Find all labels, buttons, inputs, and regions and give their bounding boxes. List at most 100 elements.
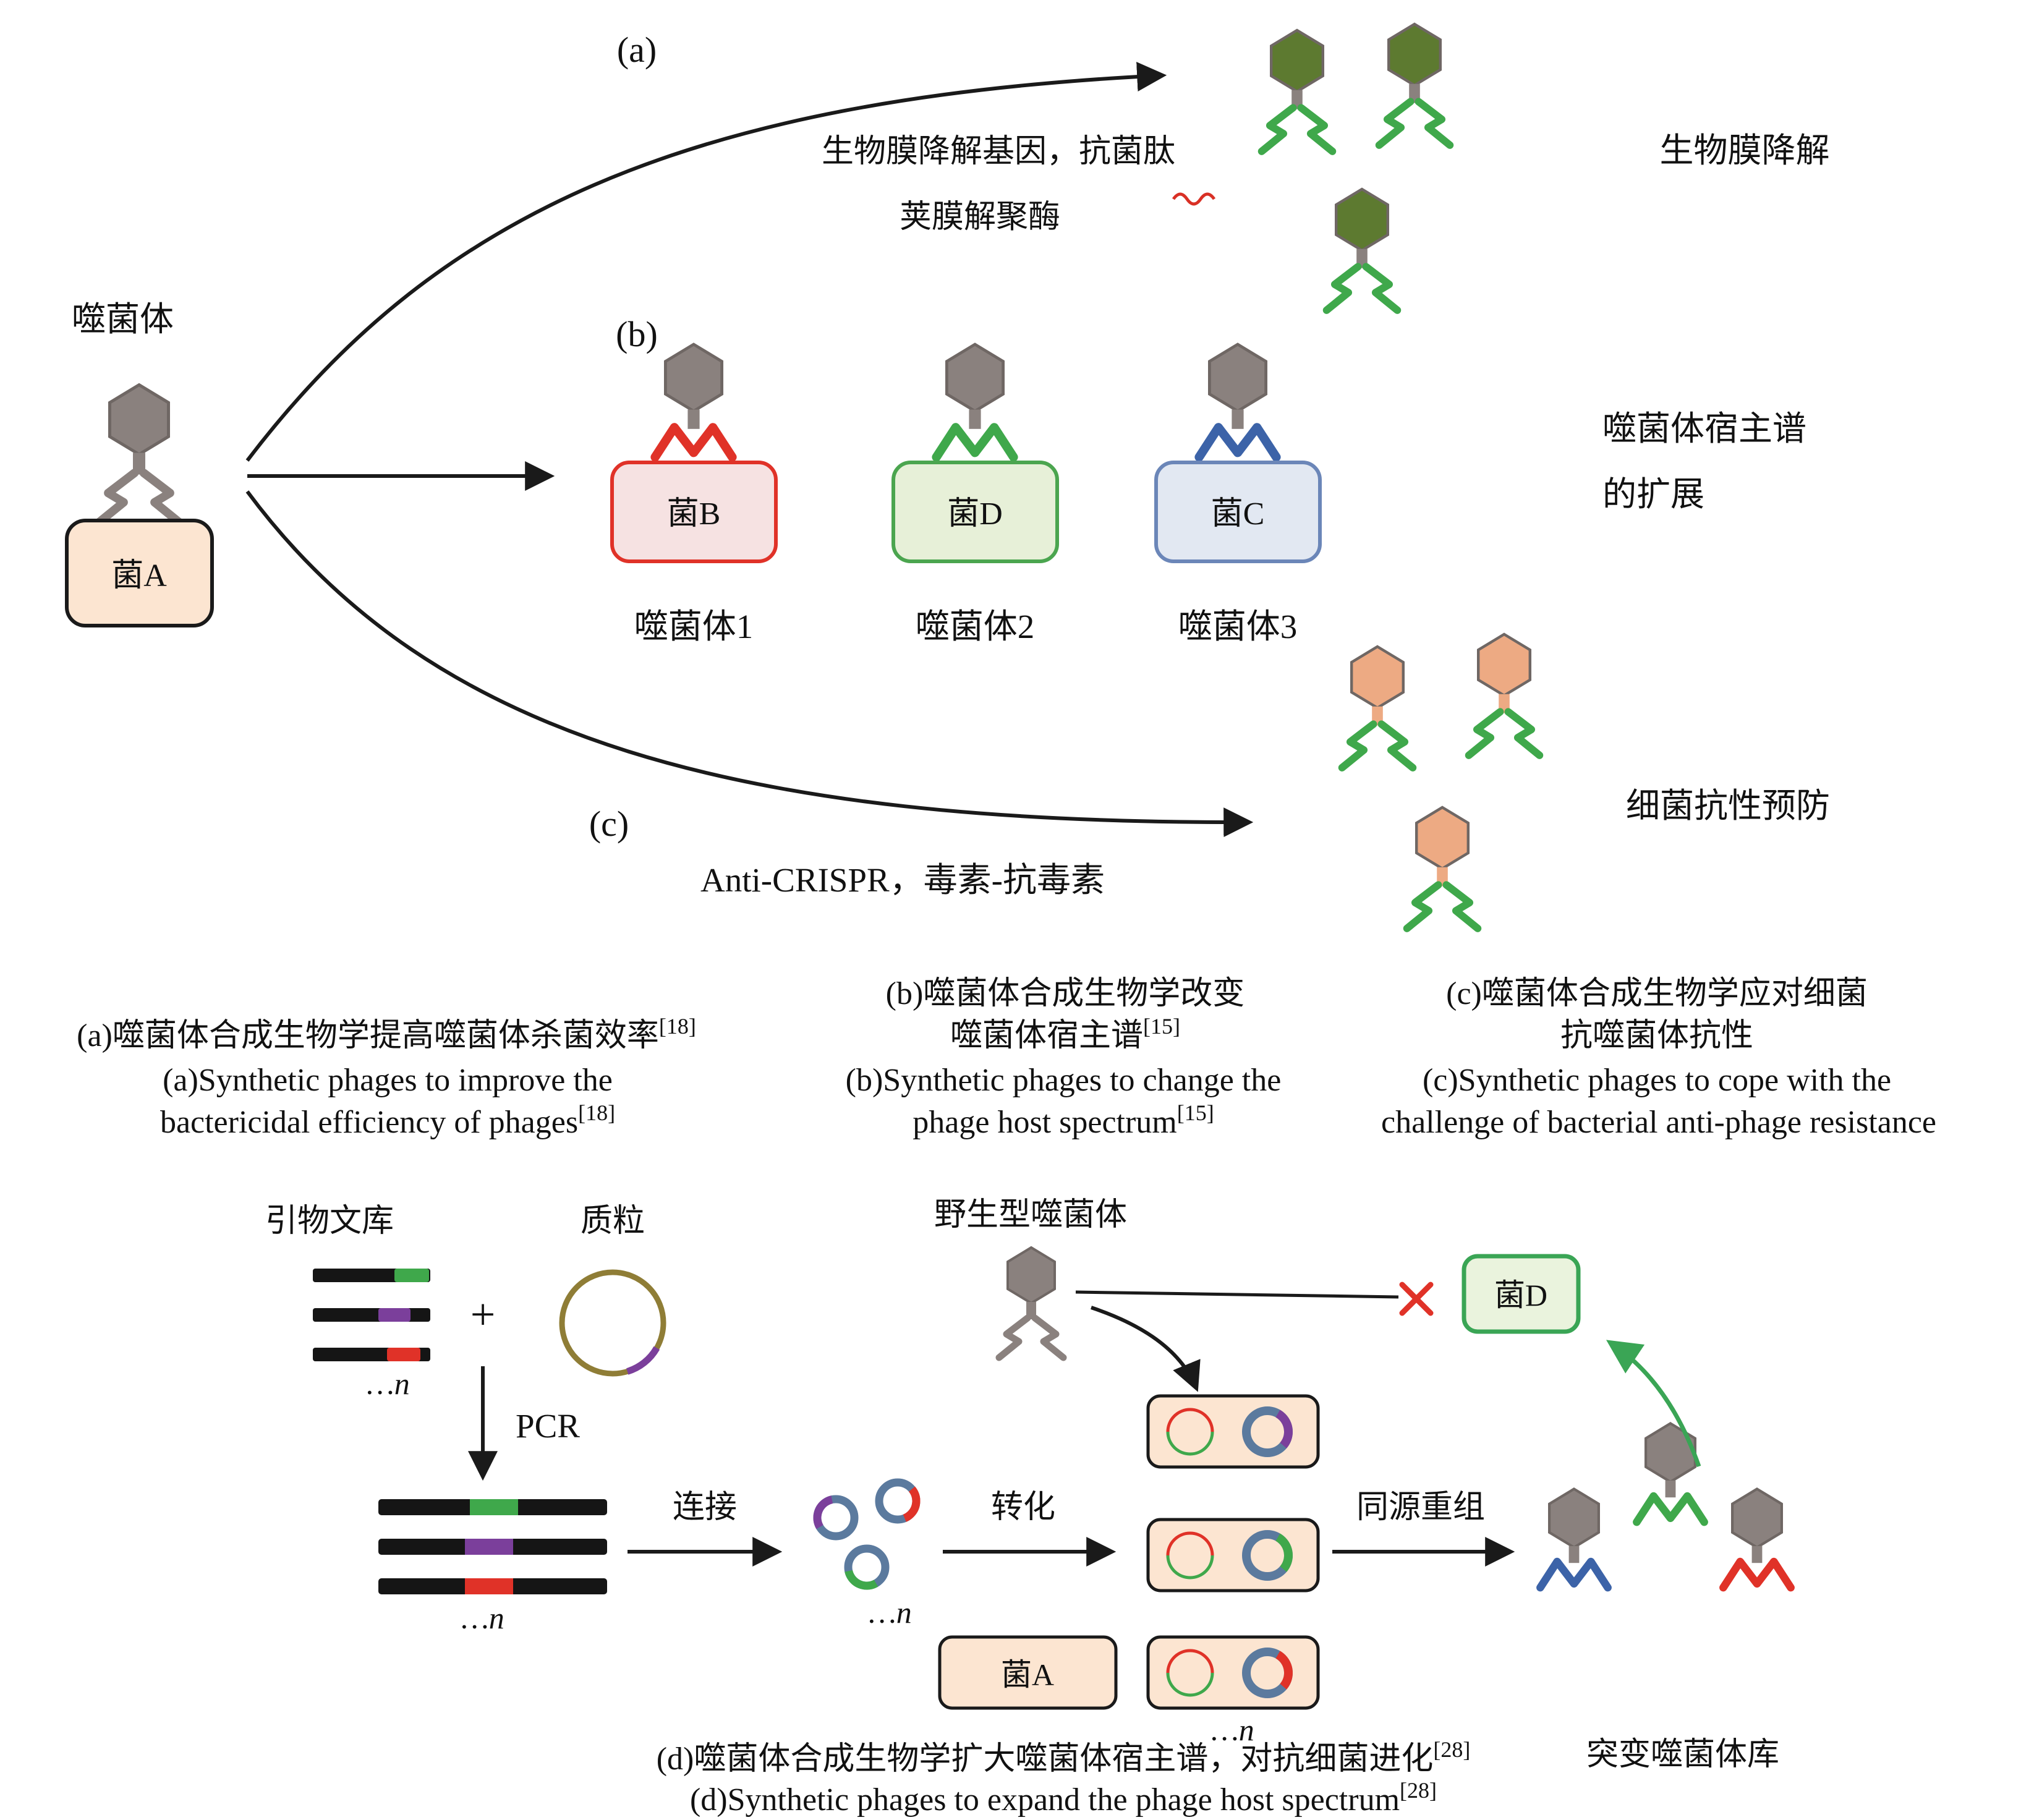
caption-b-en2-sup: [15] [1177,1100,1214,1125]
anticrispr-phage-icon [1342,647,1413,768]
cell-plasmid-purple-arc [1242,1406,1293,1457]
mini-plasmid-purple-arc [813,1495,859,1541]
primer-bar-red-segment [387,1348,420,1361]
mutant-phage-blue-icon [1540,1489,1607,1588]
caption-b-en1: (b)Synthetic phages to change the [846,1063,1282,1098]
biofilm-phage-icon [1262,30,1332,151]
biofilm-phage-icon [1327,189,1397,310]
cell-plasmid-green-arc [1242,1530,1293,1581]
product-bar-red-segment [465,1578,513,1594]
anticrispr-phage-icon [1407,807,1478,929]
transform-label: 转化 [991,1490,1055,1525]
host-a-box [65,519,214,627]
arrow-mutant-to-bacteria-d [1606,1340,1701,1468]
host-b-box [610,461,778,563]
caption-a-en1: (a)Synthetic phages to improve the [163,1063,613,1098]
primer-ellipsis-n: …n [367,1366,409,1401]
phage2-label: 噬菌体2 [916,608,1035,645]
caption-b-zh2-text: 噬菌体宿主谱 [950,1018,1143,1053]
recombine-label: 同源重组 [1356,1490,1485,1525]
product-bar-green-segment [470,1499,518,1515]
phage-genome-green-arc [1166,1431,1214,1456]
caption-a-en2-sup: [18] [578,1100,615,1125]
phage1-label: 噬菌体1 [634,608,754,645]
phage-genome-green-arc [1166,1555,1214,1580]
bacteria-a-label: 菌A [1001,1657,1054,1692]
product-ellipsis-n: …n [461,1601,504,1635]
caption-b-en2: phage host spectrum[15] [913,1100,1214,1140]
ligate-label: 连接 [673,1490,737,1525]
red-x-icon [1399,1282,1434,1316]
product-bar-purple-segment [465,1539,513,1555]
host-c-box [1154,461,1322,563]
host-d-box [891,461,1059,563]
arrow-wild-to-cell [1091,1306,1201,1392]
blocked-infection-line [1075,1290,1399,1299]
arrow-branch-c [245,490,1254,838]
wild-phage-icon [999,1248,1063,1358]
caption-d-en-text: (d)Synthetic phages to expand the phage … [690,1782,1400,1818]
primer-library-label: 引物文库 [265,1204,394,1239]
phage-genome-red-arc [1166,1408,1214,1432]
caption-b-zh2-sup: [15] [1143,1014,1180,1039]
caption-d-zh-text: (d)噬菌体合成生物学扩大噬菌体宿主谱，对抗细菌进化 [657,1741,1434,1777]
panel-a-result-label: 生物膜降解 [1659,132,1829,169]
phage2-icon [937,344,1014,457]
caption-c-en2: challenge of bacterial anti-phage resist… [1381,1105,1936,1140]
panel-c-gene-line: Anti-CRISPR，毒素-抗毒素 [700,861,1105,899]
panel-a-tag: (a) [617,30,657,70]
panel-b-result-line1: 噬菌体宿主谱 [1602,410,1806,448]
source-phage-icon [99,385,179,523]
panel-c-result-label: 细菌抗性预防 [1626,787,1830,825]
wild-phage-label: 野生型噬菌体 [934,1197,1127,1233]
caption-a-zh-sup: [18] [659,1014,696,1039]
caption-b-zh1: (b)噬菌体合成生物学改变 [886,976,1245,1011]
phage1-icon [655,344,733,457]
bacteria-a-box [938,1635,1118,1710]
caption-d-zh-sup: [28] [1433,1737,1470,1762]
bacteria-d-box [1462,1254,1581,1334]
red-squiggle-icon [1172,192,1216,206]
phage3-icon [1199,344,1277,457]
caption-b-en2-text: phage host spectrum [913,1105,1176,1140]
transformed-cells [1146,1394,1320,1710]
primer-bar [313,1308,430,1322]
mini-plasmid-red-arc [875,1478,921,1524]
phage3-label: 噬菌体3 [1178,608,1298,645]
caption-a-en2-text: bactericidal efficiency of phages [160,1105,578,1140]
caption-a-en2: bactericidal efficiency of phages[18] [160,1100,615,1140]
bacteria-d-label: 菌D [1494,1278,1547,1312]
arrow-branch-a [245,62,1167,462]
pcr-label: PCR [516,1407,580,1445]
cell-plasmid-red-arc [1242,1648,1293,1698]
phage-genome-green-arc [1166,1672,1214,1697]
primer-bar-purple-segment [378,1308,411,1322]
host-c-label: 菌C [1211,496,1265,532]
host-b-label: 菌B [667,496,721,532]
panel-b-tag: (b) [616,314,658,354]
phage-genome-red-arc [1166,1649,1214,1673]
primer-bars [313,1269,430,1361]
panel-a-gene-line2: 荚膜解聚酶 [900,200,1060,235]
anticrispr-phage-icon [1469,634,1539,755]
caption-d-zh: (d)噬菌体合成生物学扩大噬菌体宿主谱，对抗细菌进化[28] [657,1737,1471,1777]
source-phage-label: 噬菌体 [72,300,174,338]
host-d-label: 菌D [947,496,1003,532]
panel-a-gene-line1: 生物膜降解基因，抗菌肽 [822,134,1175,169]
caption-d-en-sup: [28] [1400,1778,1437,1803]
plasmid-insert-arc [558,1269,667,1377]
biofilm-phage-icon [1379,24,1450,145]
caption-d-en: (d)Synthetic phages to expand the phage … [690,1778,1437,1818]
caption-b-zh2: 噬菌体宿主谱[15] [950,1014,1180,1053]
plasmid-label: 质粒 [581,1204,645,1239]
pcr-product-bars [378,1499,607,1594]
caption-c-zh2: 抗噬菌体抗性 [1560,1018,1753,1053]
mutant-library-label: 突变噬菌体库 [1586,1737,1779,1772]
caption-c-en1: (c)Synthetic phages to cope with the [1423,1063,1891,1098]
host-a-label: 菌A [111,558,167,593]
caption-c-zh1: (c)噬菌体合成生物学应对细菌 [1446,976,1868,1011]
panel-b-result-line2: 的扩展 [1602,475,1704,513]
cells-ellipsis-n: …n [1211,1712,1254,1747]
